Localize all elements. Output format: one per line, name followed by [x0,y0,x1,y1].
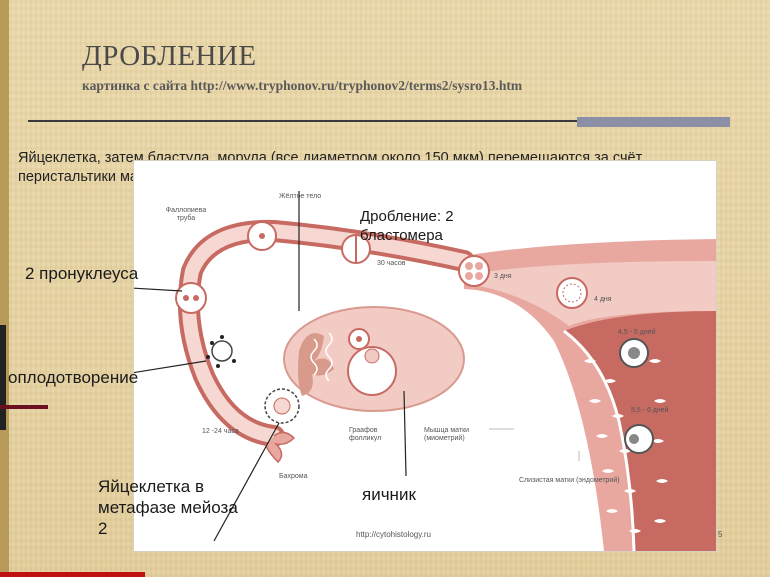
fertilization-oocyte [211,340,233,362]
slide-title: ДРОБЛЕНИЕ [82,40,257,72]
label-30-hours: 30 часов [377,260,406,267]
page-number: 5 [718,530,723,539]
label-fallopian-tube: Фаллопиева труба [165,207,207,222]
callout-cleavage: Дробление: 2 бластомера [360,208,454,244]
reproductive-tract-illustration [134,191,716,551]
left-decor-strip [0,0,9,577]
callout-ovary: яичник [362,485,416,504]
stage-markers [175,221,654,454]
label-4-5-days: 4,5 - 5 дней [618,329,656,336]
endometrium-border [563,329,636,551]
title-divider-accent [577,117,730,127]
oocyte-pronuclei [175,282,207,314]
slide-subtitle: картинка с сайта http://www.tryphonov.ru… [82,78,523,93]
label-myometrium: Мышца матки (миометрий) [424,427,470,442]
label-12-24-hours: 12 -24 часа [202,428,239,435]
callout-metaphase: Яйцеклетка в метафазе мейоза 2 [98,477,238,538]
label-fimbriae: Бахрома [279,473,308,480]
morula-4-days [556,277,588,309]
fimbriae [265,431,296,464]
uterine-cavity-upper [479,261,716,326]
label-yellow-body: Жёлтое тело [279,193,322,200]
callout-pronuclei: 2 пронуклеуса [25,264,139,283]
graafian-follicle [347,346,397,396]
label-graafian-follicle: Граафов фолликул [349,427,382,442]
callout-pointer-lines [134,191,407,542]
label-4-days: 4 дня [594,296,612,303]
label-lines [489,428,580,461]
title-divider [28,120,730,122]
left-decor-accent [0,405,48,409]
callout-fertilization: оплодотворение [8,368,139,387]
label-endometrium: Слизистая матки (эндометрий) [519,477,620,484]
label-5-5-days: 5,5 - 6 дней [631,407,669,414]
reproductive-tract-figure: Фаллопиева труба Жёлтое тело 30 часов 3 … [133,160,722,552]
left-decor-bar [0,325,6,430]
morula-3-days [458,255,490,287]
bottom-decor-accent [0,572,145,577]
label-3-days: 3 дня [494,273,512,280]
figure-source: http://cytohistology.ru [356,530,431,539]
